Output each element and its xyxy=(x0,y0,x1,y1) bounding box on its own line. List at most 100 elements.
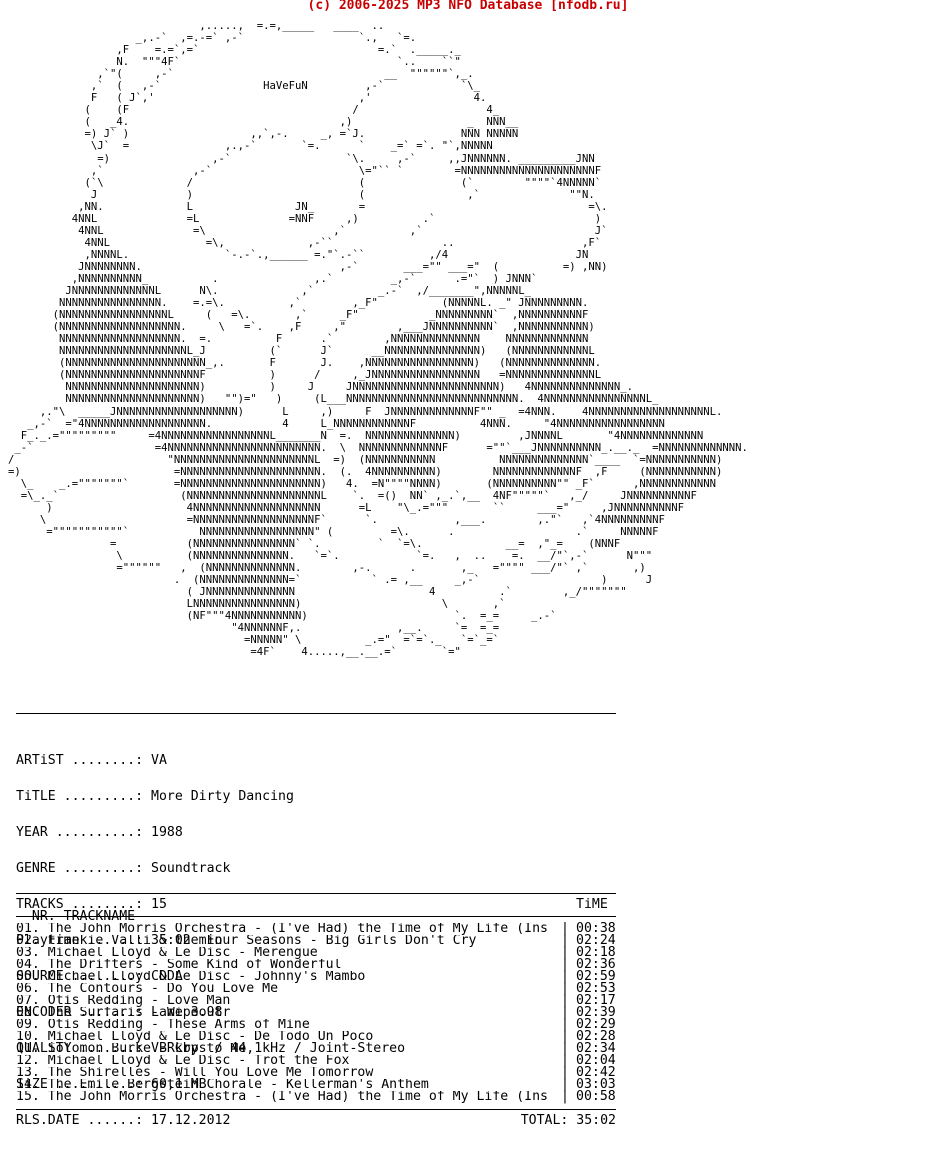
column-separator: | xyxy=(561,1065,569,1080)
title-value: More Dirty Dancing xyxy=(151,789,294,804)
divider xyxy=(16,713,616,714)
artist-label: ARTiST ........: xyxy=(16,753,144,768)
column-separator: | xyxy=(561,969,569,984)
track-row: 02. Frankie Valli & the Four Seasons - B… xyxy=(16,933,616,948)
artist-value: VA xyxy=(151,753,167,768)
tracks-label: TRACKS ........: xyxy=(16,897,144,912)
track-time: 02:36 xyxy=(576,957,616,972)
track-time: 02:42 xyxy=(576,1065,616,1080)
rlsdate-label: RLS.DATE ......: xyxy=(16,1113,144,1128)
track-name: 12. Michael Lloyd & Le Disc - Trot the F… xyxy=(16,1055,350,1067)
column-separator: | xyxy=(561,957,569,972)
track-name: 09. Otis Redding - These Arms of Mine xyxy=(16,1019,310,1031)
track-row: 06. The Contours - Do You Love Me|02:53 xyxy=(16,981,616,996)
track-name: 07. Otis Redding - Love Man xyxy=(16,995,231,1007)
size-value: 60,1 MB xyxy=(151,1077,207,1092)
track-name: 10. Michael Lloyd & Le Disc - De Todo Un… xyxy=(16,1031,374,1043)
track-row: 05. Michael Lloyd & Le Disc - Johnny's M… xyxy=(16,969,616,984)
track-time: 02:39 xyxy=(576,1005,616,1020)
column-separator: | xyxy=(561,921,569,936)
tracks-row: TRACKS ........: 15 xyxy=(16,897,405,912)
year-label: YEAR ..........: xyxy=(16,825,144,840)
track-row: 01. The John Morris Orchestra - (I've Ha… xyxy=(16,921,616,936)
source-label: SOURCE ........: xyxy=(16,969,144,984)
genre-label: GENRE .........: xyxy=(16,861,144,876)
track-name: 06. The Contours - Do You Love Me xyxy=(16,983,279,995)
track-name: 08. The Surfaris - Wipeout xyxy=(16,1007,223,1019)
encoder-label: ENCODER .......: xyxy=(16,1005,144,1020)
track-name: 01. The John Morris Orchestra - (I've Ha… xyxy=(16,923,548,935)
track-row: 12. Michael Lloyd & Le Disc - Trot the F… xyxy=(16,1053,616,1068)
track-time: 02:18 xyxy=(576,945,616,960)
title-label: TiTLE .........: xyxy=(16,789,144,804)
year-row: YEAR ..........: 1988 xyxy=(16,825,405,840)
track-name: 11. Solomon Burke - Cry to Me xyxy=(16,1043,247,1055)
quality-value: VBRkbps / 44,1kHz / Joint-Stereo xyxy=(151,1041,406,1056)
genre-value: Soundtrack xyxy=(151,861,231,876)
column-separator: | xyxy=(561,933,569,948)
track-time: 02:28 xyxy=(576,1029,616,1044)
artist-row: ARTiST ........: VA xyxy=(16,753,405,768)
track-name: 04. The Drifters - Some Kind of Wonderfu… xyxy=(16,959,342,971)
track-time: 02:29 xyxy=(576,1017,616,1032)
release-info: ARTiST ........: VA TiTLE .........: Mor… xyxy=(16,731,405,1139)
track-row: 08. The Surfaris - Wipeout | 02:39 xyxy=(16,1005,616,1020)
encoder-row: ENCODER .......: Lame 3.98r xyxy=(16,1005,405,1020)
source-value: CDDA xyxy=(151,969,183,984)
divider xyxy=(16,893,616,894)
track-row: 14. The Emile Bergstein Chorale - Keller… xyxy=(16,1077,616,1092)
track-row: 13. The Shirelles - Will You Love Me Tom… xyxy=(16,1065,616,1080)
size-label: SiZE ..........: xyxy=(16,1077,144,1092)
column-separator: | xyxy=(561,1089,569,1104)
track-row: 07. Otis Redding - Love Man | 02:17 xyxy=(16,993,616,1008)
header-time: TiME xyxy=(576,897,608,912)
track-name: 14. The Emile Bergstein Chorale - Keller… xyxy=(16,1079,429,1091)
tracks-value: 15 xyxy=(151,897,167,912)
divider xyxy=(16,1109,616,1110)
quality-row: QUALiTY .......: VBRkbps / 44,1kHz / Joi… xyxy=(16,1041,406,1056)
track-time: 02:17 xyxy=(576,993,616,1008)
title-row: TiTLE .........: More Dirty Dancing xyxy=(16,789,405,804)
track-name: 03. Michael Lloyd & Le Disc - Merengue xyxy=(16,947,318,959)
track-name: 02. Frankie Valli & the Four Seasons - B… xyxy=(16,935,477,947)
column-separator: | xyxy=(561,993,569,1008)
total-time: TOTAL: 35:02 xyxy=(520,1113,616,1128)
track-row: 11. Solomon Burke - Cry to Me | 02:34 xyxy=(16,1041,616,1056)
column-separator: | xyxy=(561,1029,569,1044)
column-separator: | xyxy=(561,1053,569,1068)
track-time: 00:38 xyxy=(576,921,616,936)
rlsdate-value: 17.12.2012 xyxy=(151,1113,231,1128)
track-time: 02:04 xyxy=(576,1053,616,1068)
quality-label: QUALiTY .......: xyxy=(16,1041,144,1056)
site-banner: (c) 2006-2025 MP3 NFO Database [nfodb.ru… xyxy=(307,0,629,13)
column-separator: | xyxy=(561,1017,569,1032)
track-row: 15. The John Morris Orchestra - (I've Ha… xyxy=(16,1089,616,1104)
track-row: 10. Michael Lloyd & Le Disc - De Todo Un… xyxy=(16,1029,616,1044)
track-row: 09. Otis Redding - These Arms of Mine | 02… xyxy=(16,1017,616,1032)
tracklist: 01. The John Morris Orchestra - (I've Ha… xyxy=(16,921,616,1104)
track-name: 13. The Shirelles - Will You Love Me Tom… xyxy=(16,1067,374,1079)
track-time: 02:59 xyxy=(576,969,616,984)
genre-row: GENRE .........: Soundtrack xyxy=(16,861,405,876)
encoder-value: Lame 3.98r xyxy=(151,1005,231,1020)
track-time: 03:03 xyxy=(576,1077,616,1092)
source-row: SOURCE ........: CDDA xyxy=(16,969,405,984)
divider xyxy=(16,916,616,917)
year-value: 1988 xyxy=(151,825,183,840)
track-time: 02:53 xyxy=(576,981,616,996)
column-separator: | xyxy=(561,1005,569,1020)
column-separator: | xyxy=(561,945,569,960)
rlsdate-row: RLS.DATE ......: 17.12.2012 xyxy=(16,1113,405,1128)
playtime-value: 35:02 min xyxy=(151,933,223,948)
column-separator: | xyxy=(561,1077,569,1092)
ascii-art: ,....., =.=,_____ ____ .. _,.-` ,=.-=` ,… xyxy=(8,20,748,659)
column-separator: | xyxy=(561,1041,569,1056)
playtime-row: Playtime ......: 35:02 min xyxy=(16,933,405,948)
track-row: 04. The Drifters - Some Kind of Wonderfu… xyxy=(16,957,616,972)
track-time: 02:24 xyxy=(576,933,616,948)
size-row: SiZE ..........: 60,1 MB xyxy=(16,1077,405,1092)
track-row: 03. Michael Lloyd & Le Disc - Merengue | 0… xyxy=(16,945,616,960)
track-name: 05. Michael Lloyd & Le Disc - Johnny's M… xyxy=(16,971,366,983)
track-time: 02:34 xyxy=(576,1041,616,1056)
track-name: 15. The John Morris Orchestra - (I've Ha… xyxy=(16,1091,548,1103)
